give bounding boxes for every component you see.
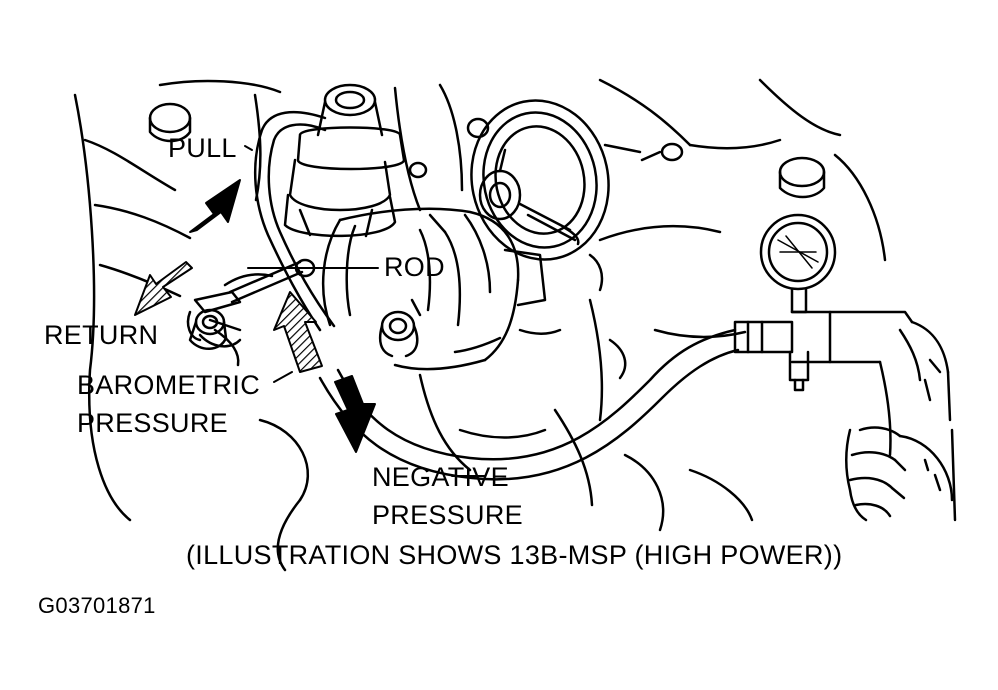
egr-valve [283,83,406,238]
engine-background-outline [73,78,887,572]
barometric-pressure-arrow [273,291,323,373]
figure-id: G03701871 [38,593,156,618]
vacuum-hose [318,328,740,481]
hand [845,426,957,522]
mounting-bolt [378,298,422,358]
return-arrow [134,261,193,316]
pull-label: PULL [168,133,237,163]
leader-lines [244,145,486,477]
barometric-pressure-label-line2: PRESSURE [77,408,228,438]
negative-pressure-label-line1: NEGATIVE [372,462,509,492]
negative-pressure-arrow [334,375,376,453]
pull-leader-line [244,145,253,151]
arrows [134,179,376,453]
pull-arrow [189,179,241,233]
vacuum-gauge [759,213,837,314]
rod-label: ROD [384,252,445,282]
barometric-pressure-leader-line [273,371,293,383]
barometric-pressure-label-line1: BAROMETRIC [77,370,261,400]
return-port-fitting [188,308,228,350]
throttle-body [321,207,562,371]
return-label: RETURN [44,320,159,350]
hand-vacuum-pump [733,310,952,457]
negative-pressure-label-line2: PRESSURE [372,500,523,530]
illustration-caption: (ILLUSTRATION SHOWS 13B-MSP (HIGH POWER)… [186,540,843,570]
round-diaphragm [470,99,642,292]
vacuum-pipe [253,110,336,332]
engine-bolts [148,102,826,199]
